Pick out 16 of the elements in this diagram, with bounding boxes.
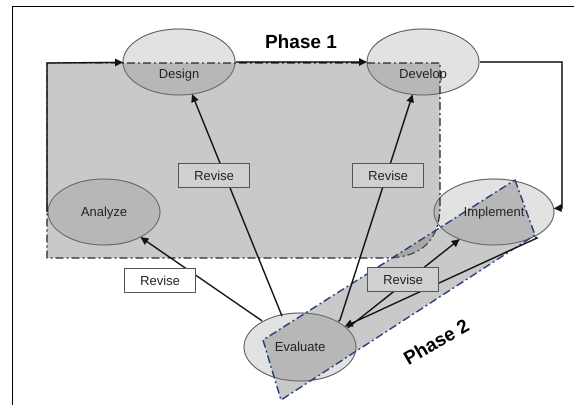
edge-label: Revise: [178, 163, 250, 188]
node-label: Evaluate: [274, 338, 326, 356]
phase-title: Phase 1: [265, 31, 337, 55]
node-label: Analyze: [80, 203, 128, 222]
arrow: [344, 236, 539, 327]
arrow: [480, 61, 563, 212]
node-label: Implement: [464, 203, 524, 222]
edge-label: Revise: [367, 267, 439, 292]
arrow: [236, 58, 367, 66]
node-label: Design: [158, 65, 200, 84]
arrow: [338, 94, 414, 322]
edge-label: Revise: [352, 163, 424, 188]
arrow: [140, 237, 263, 322]
edge-label: Revise: [124, 268, 196, 293]
arrow: [191, 94, 283, 317]
arrow: [46, 58, 123, 213]
